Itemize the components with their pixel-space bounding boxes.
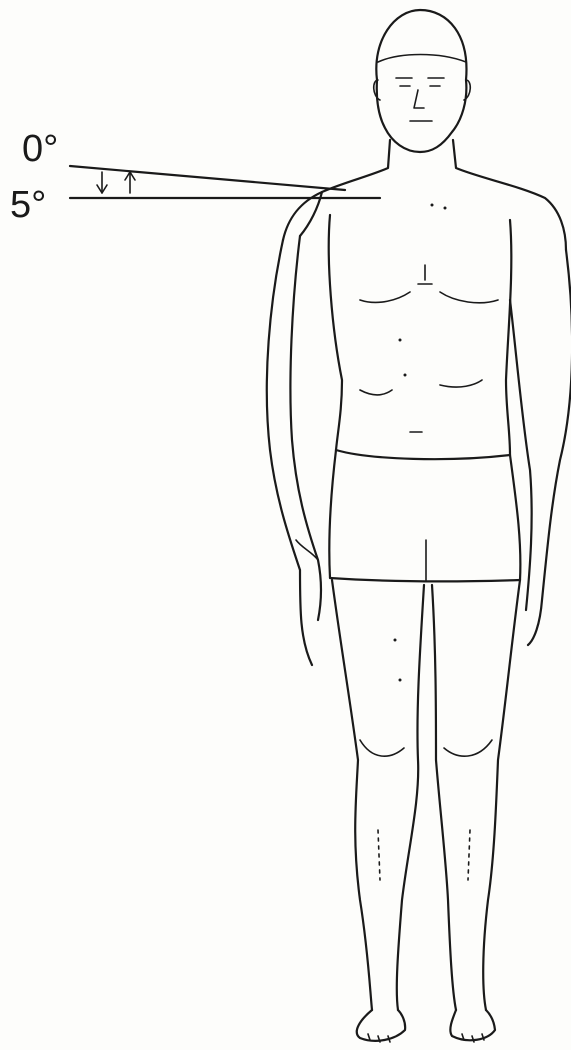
reference-line-0-degrees [70, 166, 345, 190]
left-leg-inner [397, 585, 424, 1010]
left-foot [357, 1010, 405, 1041]
shorts-left-side [329, 450, 336, 578]
waistband-top [336, 450, 510, 459]
shorts-hem [330, 578, 520, 581]
left-shin-detail [378, 830, 380, 880]
shorts-right-side [510, 455, 520, 580]
left-arm-inner [290, 236, 321, 620]
hairline [378, 55, 466, 63]
right-pec [440, 292, 498, 303]
left-pec [360, 292, 410, 302]
head [374, 10, 471, 152]
shorts [329, 450, 520, 581]
right-knee [444, 740, 492, 756]
arms [267, 236, 571, 665]
left-knee [360, 740, 404, 756]
left-abdomen [360, 390, 392, 395]
left-torso-side [329, 215, 342, 450]
right-torso-side [506, 220, 511, 455]
angle-reference-lines [70, 166, 380, 198]
head-outline [376, 10, 466, 152]
right-shin-detail [468, 830, 470, 880]
right-shoulder-line [453, 140, 566, 250]
feet [357, 1010, 495, 1042]
angle-label-5-degrees: 5° [10, 186, 46, 224]
angle-label-0-degrees: 0° [22, 130, 58, 168]
right-leg-outer [483, 580, 520, 1010]
right-leg-inner [432, 585, 456, 1010]
nose [414, 90, 424, 108]
left-leg-outer [332, 580, 372, 1010]
right-arm-outer [528, 250, 571, 645]
right-abdomen [440, 380, 482, 387]
left-arm-outer [267, 240, 312, 665]
sternum [418, 265, 432, 284]
legs [332, 580, 520, 1010]
